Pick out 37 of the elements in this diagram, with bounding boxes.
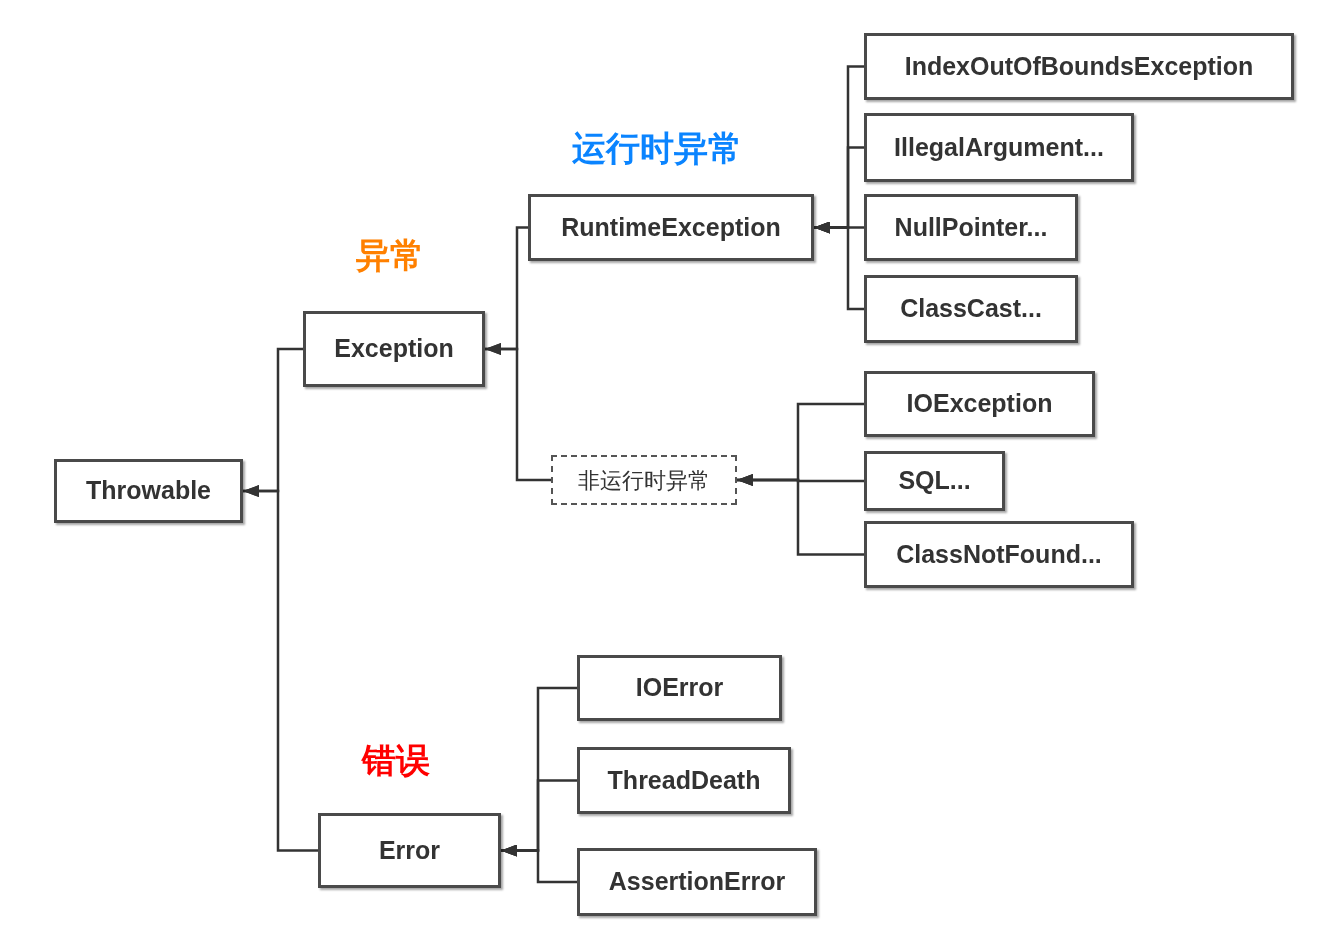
class-name: Exception bbox=[334, 333, 454, 365]
class-box bbox=[318, 813, 501, 888]
class-box bbox=[864, 33, 1294, 100]
class-box bbox=[864, 194, 1078, 261]
class-box bbox=[864, 113, 1134, 182]
class-box bbox=[528, 194, 814, 261]
arrow bbox=[243, 485, 318, 852]
class-box bbox=[864, 451, 1005, 511]
arrow bbox=[485, 343, 551, 482]
class-box bbox=[864, 371, 1095, 437]
class-box bbox=[577, 848, 817, 916]
class-name: IllegalArgument... bbox=[894, 131, 1104, 163]
class-name: ClassNotFound... bbox=[896, 538, 1102, 570]
class-box bbox=[54, 459, 243, 523]
class-name: IndexOutOfBoundsException bbox=[904, 50, 1254, 82]
class-name: Error bbox=[378, 834, 441, 866]
category-label: 错误 bbox=[362, 743, 430, 777]
category-label: 运行时异常 bbox=[572, 131, 742, 165]
class-box bbox=[864, 275, 1078, 343]
arrow bbox=[501, 844, 577, 884]
class-box bbox=[577, 655, 782, 721]
class-name: IOException bbox=[906, 388, 1053, 420]
class-box bbox=[864, 521, 1134, 588]
arrow bbox=[737, 474, 864, 556]
class-name: SQL... bbox=[898, 465, 971, 497]
class-box bbox=[577, 747, 791, 814]
class-name: ThreadDeath bbox=[607, 764, 761, 796]
class-name: RuntimeException bbox=[561, 211, 781, 243]
class-name: ClassCast... bbox=[900, 293, 1042, 325]
dashed-box bbox=[551, 455, 737, 505]
class-box bbox=[303, 311, 485, 387]
class-name: AssertionError bbox=[608, 866, 786, 898]
class-name: Throwable bbox=[86, 475, 211, 507]
class-name: IOError bbox=[635, 672, 724, 704]
class-name: NullPointer... bbox=[894, 211, 1048, 243]
category-label: 异常 bbox=[356, 238, 424, 272]
class-name: 非运行时异常 bbox=[578, 466, 710, 495]
